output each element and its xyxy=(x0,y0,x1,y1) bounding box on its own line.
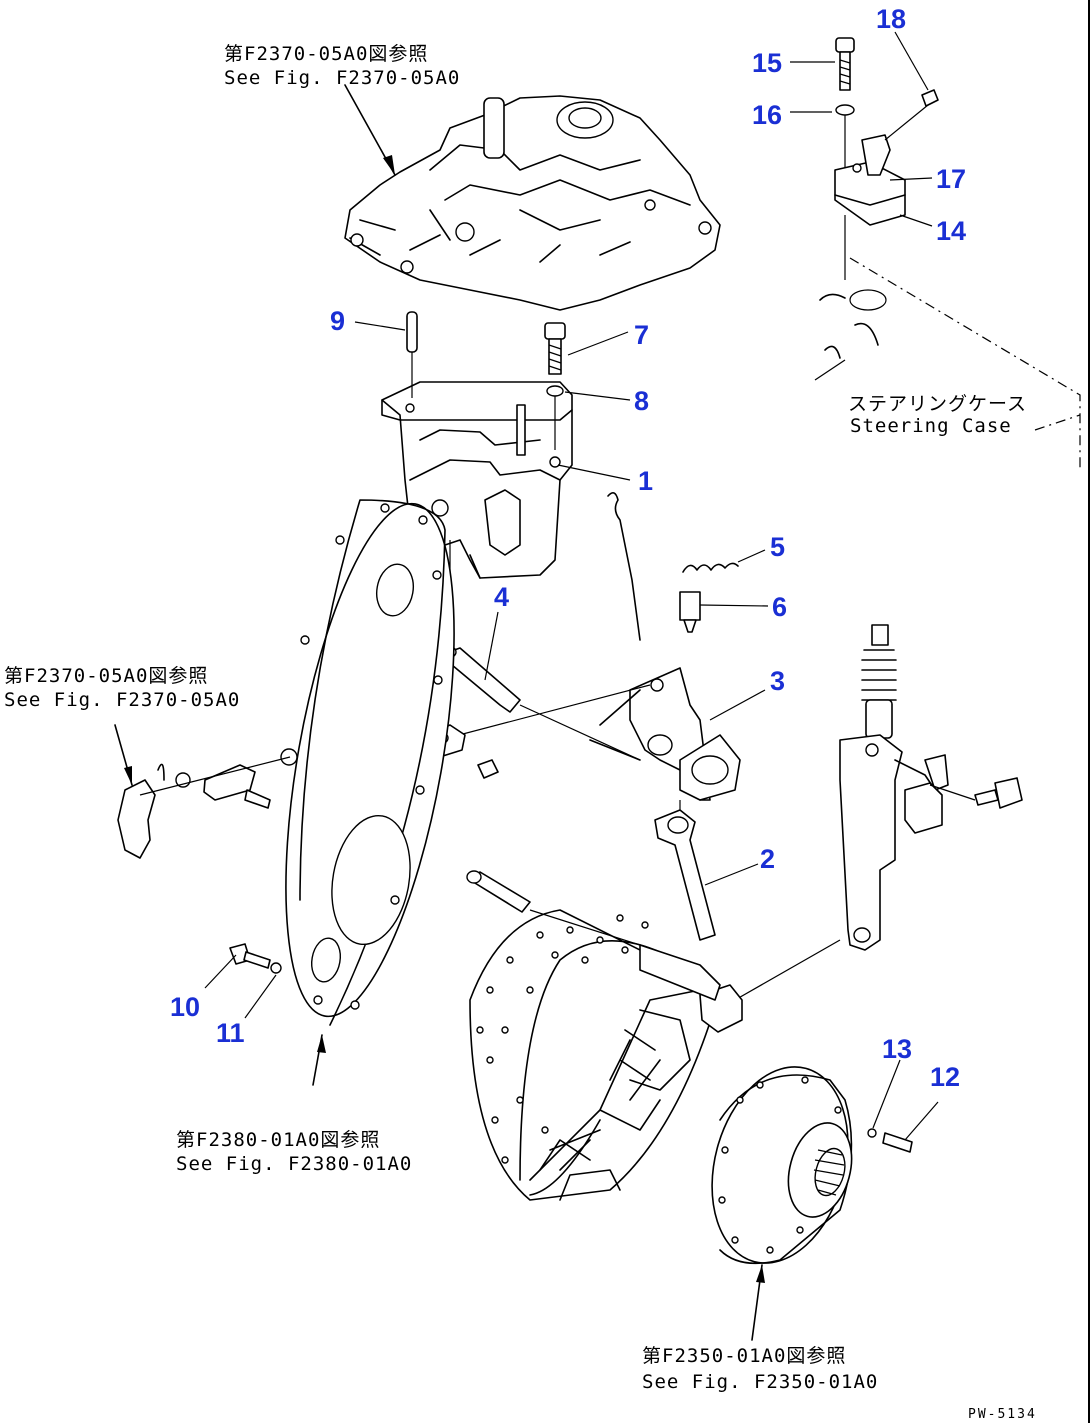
label-17: 17 xyxy=(936,164,966,194)
ref-hub-en: See Fig. F2350-01A0 xyxy=(642,1371,878,1393)
label-11: 11 xyxy=(216,1018,245,1048)
label-4: 4 xyxy=(494,582,509,612)
spring-wire-drawing xyxy=(607,492,641,641)
part-15-bolt-drawing xyxy=(835,37,855,91)
part-number-labels: 18 15 16 17 14 9 7 8 1 4 5 6 3 2 10 11 1… xyxy=(170,4,966,1092)
ref-steering-jp: ステアリングケース xyxy=(848,393,1027,415)
part-3-lever-drawing xyxy=(589,667,741,801)
ref-linkage-jp: 第F2370-05A0図参照 xyxy=(4,665,208,687)
label-18: 18 xyxy=(876,4,906,34)
label-6: 6 xyxy=(772,592,787,622)
label-5: 5 xyxy=(770,532,785,562)
ref-transmission-en: See Fig. F2370-05A0 xyxy=(224,67,460,89)
part-6-fitting-drawing xyxy=(679,591,701,633)
part-9-pin-drawing xyxy=(406,311,418,398)
label-10: 10 xyxy=(170,992,200,1022)
pin-drawing xyxy=(466,870,641,946)
part-2-arm-drawing xyxy=(654,800,716,941)
part-8-washer-drawing xyxy=(546,385,564,397)
label-2: 2 xyxy=(760,844,775,874)
drawing-code: PW-5134 xyxy=(968,1407,1037,1422)
label-13: 13 xyxy=(882,1034,912,1064)
steering-case-outline xyxy=(814,257,1081,470)
hub-drawing xyxy=(711,1066,853,1265)
ref-transmission-jp: 第F2370-05A0図参照 xyxy=(224,43,428,65)
transmission-case-drawing xyxy=(344,95,721,311)
label-15: 15 xyxy=(752,48,782,78)
cover-plate-drawing xyxy=(285,499,455,1026)
part-5-spring-drawing xyxy=(682,562,739,573)
callout-leaders xyxy=(204,31,939,1141)
part-16-washer-drawing xyxy=(835,104,855,116)
part-10-bolt-drawing xyxy=(229,943,271,969)
label-12: 12 xyxy=(930,1062,960,1092)
ref-drum-jp: 第F2380-01A0図参照 xyxy=(176,1129,380,1151)
label-14: 14 xyxy=(936,216,966,246)
part-11-washer-drawing xyxy=(270,962,282,974)
part-13-washer-drawing xyxy=(867,1128,877,1138)
ref-hub-jp: 第F2350-01A0図参照 xyxy=(642,1345,846,1367)
part-14-17-block-drawing xyxy=(834,134,906,226)
ref-linkage-en: See Fig. F2370-05A0 xyxy=(4,689,240,711)
part-12-bolt-drawing xyxy=(882,1132,913,1153)
ref-steering-en: Steering Case xyxy=(850,415,1012,437)
label-9: 9 xyxy=(330,306,345,336)
part-18-plug-drawing xyxy=(921,89,939,107)
cylinder-rod-drawing xyxy=(839,624,1023,951)
label-16: 16 xyxy=(752,100,782,130)
label-7: 7 xyxy=(634,320,649,350)
brake-drum-drawing xyxy=(469,909,743,1201)
label-8: 8 xyxy=(634,386,649,416)
label-3: 3 xyxy=(770,666,785,696)
label-1: 1 xyxy=(638,466,653,496)
part-7-bolt-drawing xyxy=(544,322,566,375)
ref-drum-en: See Fig. F2380-01A0 xyxy=(176,1153,412,1175)
reference-notes: 第F2370-05A0図参照 See Fig. F2370-05A0 第F237… xyxy=(4,43,1037,1422)
